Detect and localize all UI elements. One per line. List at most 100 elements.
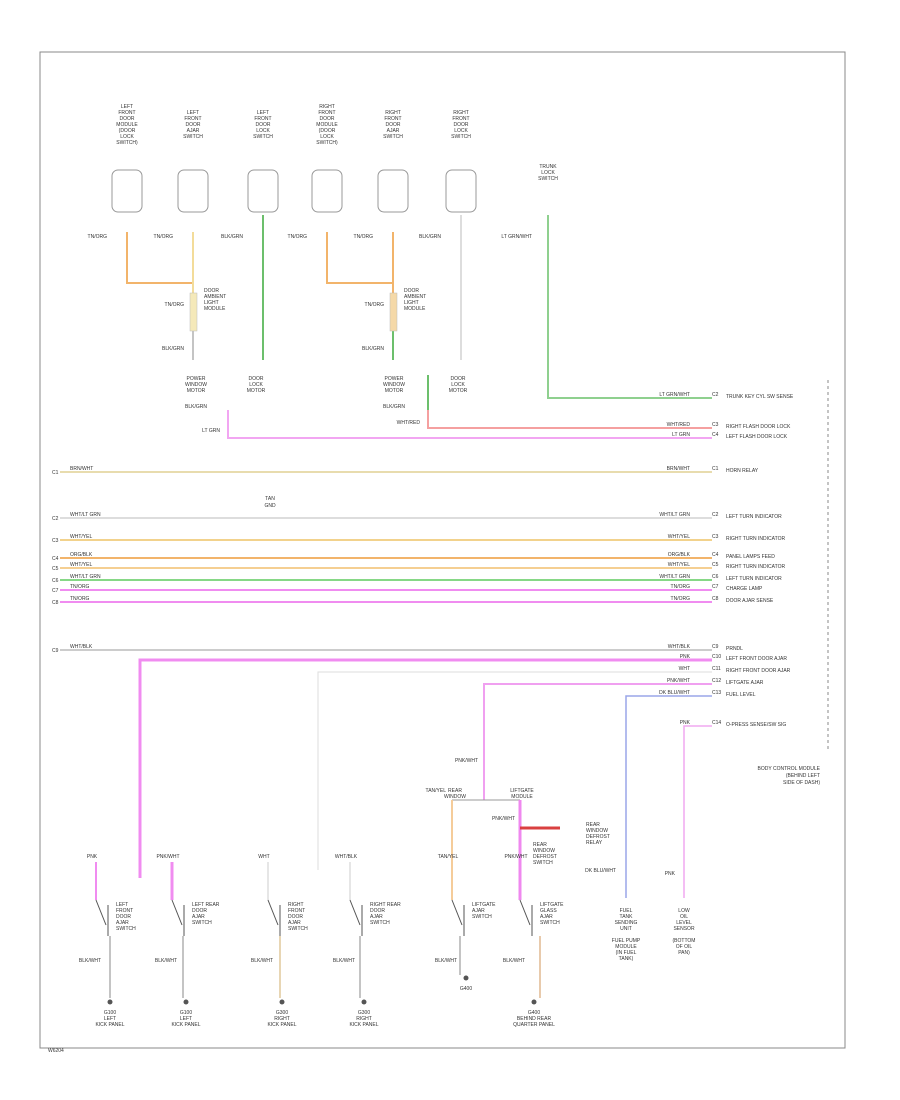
connector-function: PRNDL	[726, 646, 743, 652]
oil-label-2: OIL	[680, 914, 688, 920]
connector-code: TN/ORG	[671, 584, 691, 590]
connector-code: PNK/WHT	[667, 678, 690, 684]
connector-code: DK BLU/WHT	[659, 690, 690, 696]
bottom-switch-wire: BLK/WHT	[435, 958, 457, 964]
connector-function: PANEL LAMPS FEED	[726, 554, 775, 560]
switch-housing	[111, 169, 143, 213]
rear-window-relay-1: REAR	[586, 822, 600, 828]
motor-wire: BLK/GRN	[383, 404, 405, 410]
tan-gnd-label-2: GND	[264, 503, 276, 509]
bottom-switch-label: AJAR	[192, 914, 205, 920]
top-switch: RIGHTFRONTDOORMODULE(DOORLOCKSWITCH)TN/O…	[288, 104, 343, 240]
ground-point	[463, 975, 469, 981]
top-switch-label: LEFT	[257, 110, 269, 116]
fuel-sub-3: (IN FUEL	[616, 950, 637, 956]
connector-pin: C2	[712, 512, 719, 518]
top-switch-label: MODULE	[316, 122, 338, 128]
splice-labels: DOORAMBIENTLIGHTMODULETN/ORGBLK/GRNDOORA…	[162, 288, 426, 352]
connector-left-pin: C4	[52, 556, 59, 562]
rear-window-relay-4: RELAY	[586, 840, 603, 846]
bottom-switch-label: LEFT	[116, 902, 128, 908]
rear-window-relay-3: DEFROST	[586, 834, 610, 840]
top-switch-wire: BLK/GRN	[221, 234, 243, 240]
top-switch-label: LEFT	[121, 104, 133, 110]
bottom-switch-top-wire: PNK	[87, 854, 98, 860]
connector-row: PNK/WHT C12 LIFTGATE AJAR	[667, 678, 764, 686]
bottom-switch-wire: BLK/WHT	[333, 958, 355, 964]
oil-sub-1: (BOTTOM	[673, 938, 696, 944]
splice-label: LIGHT	[204, 300, 219, 306]
switch-housing	[177, 169, 209, 213]
top-switch: LEFTFRONTDOORMODULE(DOORLOCKSWITCH)TN/OR…	[88, 104, 143, 240]
bottom-switch-label: AJAR	[540, 914, 553, 920]
top-switch-label: FRONT	[384, 116, 401, 122]
module-title-line-1: BODY CONTROL MODULE	[757, 766, 820, 772]
splice-box-left	[189, 292, 198, 332]
bottom-switch: PNKLEFTFRONTDOORAJARSWITCHBLK/WHTG100LEF…	[79, 854, 136, 1028]
top-switch-label: (DOOR	[319, 128, 336, 134]
top-switch-label: DOOR	[256, 122, 271, 128]
fuel-label-2: TANK	[620, 914, 634, 920]
top-switch-label: SWITCH	[451, 134, 471, 140]
splice-label: DOOR	[404, 288, 419, 294]
module-title-line-2: (BEHIND LEFT	[786, 773, 820, 779]
junction-label-b: PNK/WHT	[455, 758, 478, 764]
splice-boxes	[189, 292, 398, 332]
wire-fuel-blue	[625, 695, 712, 898]
top-switch-wire: TN/ORG	[154, 234, 174, 240]
motor-label: MOTOR	[247, 388, 266, 394]
bottom-switch-top-wire: PNK/WHT	[156, 854, 179, 860]
top-switch-label: SWITCH)	[316, 140, 338, 146]
bottom-switch-label: SWITCH	[472, 914, 492, 920]
connector-code: LT GRN/WHT	[659, 392, 690, 398]
top-switch-label: LEFT	[187, 110, 199, 116]
top-switch-label: RIGHT	[453, 110, 469, 116]
bottom-switch-ground: G300	[276, 1010, 288, 1016]
bottom-switch-label: SWITCH	[116, 926, 136, 932]
top-wiring	[126, 215, 712, 439]
connector-left-code: TN/ORG	[70, 596, 90, 602]
top-switch-label: DOOR	[186, 122, 201, 128]
connector-pin: C1	[712, 466, 719, 472]
connector-pin: C2	[712, 392, 719, 398]
connector-function: LIFTGATE AJAR	[726, 680, 764, 686]
connector-left-pin: C7	[52, 588, 59, 594]
bottom-switch-label: AJAR	[370, 914, 383, 920]
motor-label: WINDOW	[185, 382, 207, 388]
fuel-label-3: SENDING	[615, 920, 638, 926]
connector-pin: C3	[712, 422, 719, 428]
connector-pin: C12	[712, 678, 721, 684]
connector-function: RIGHT FRONT DOOR AJAR	[726, 668, 791, 674]
bottom-switch-label: SWITCH	[192, 920, 212, 926]
bottom-switch-ground: KICK PANEL	[171, 1022, 200, 1028]
top-switch-label: LOCK	[320, 134, 334, 140]
connector-function: TRUNK KEY CYL SW SENSE	[726, 394, 794, 400]
motor-wire: BLK/GRN	[185, 404, 207, 410]
connector-left-pin: C1	[52, 470, 59, 476]
bottom-switch-top-wire: WHT/BLK	[335, 854, 358, 860]
bottom-switch-label: DOOR	[116, 914, 131, 920]
top-switch-label: SWITCH	[183, 134, 203, 140]
connector-pin: C4	[712, 432, 719, 438]
connector-pin: C14	[712, 720, 721, 726]
wire-lf-lock-pink	[227, 410, 712, 439]
top-switch-label: AJAR	[387, 128, 400, 134]
tan-gnd-label-1: TAN	[265, 496, 275, 502]
bottom-switch-ground: G300	[358, 1010, 370, 1016]
switch-contact	[267, 899, 281, 936]
ground-point	[361, 999, 367, 1005]
wire-trunk-green	[547, 215, 712, 399]
trunk-switch: TRUNK LOCK SWITCH LT GRN/WHT	[501, 164, 558, 240]
splice-label: MODULE	[204, 306, 226, 312]
fuel-sub-4: TANK)	[619, 956, 634, 962]
splice-wire-in: TN/ORG	[365, 302, 385, 308]
motor-label: LOCK	[451, 382, 465, 388]
motor-label: POWER	[385, 376, 404, 382]
